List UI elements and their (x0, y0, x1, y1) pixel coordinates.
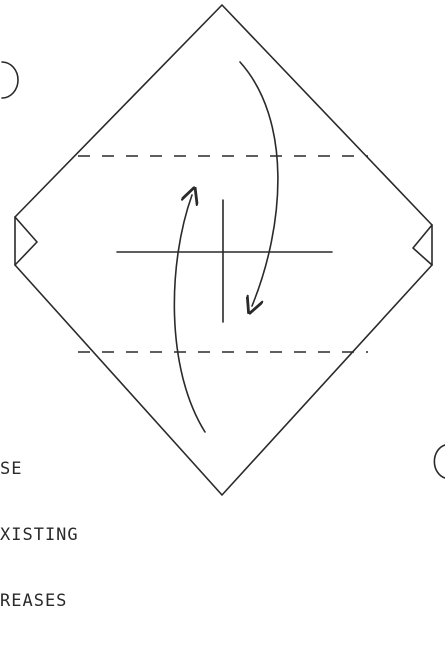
left-pocket-flap (14, 216, 38, 266)
fold-up-arrow (173, 195, 206, 433)
next-step-circle (433, 444, 445, 479)
fold-down-arrow (239, 61, 279, 306)
origami-diagram: SE XISTING REASES (0, 4, 445, 611)
caption-line-3: REASES (0, 591, 68, 611)
diagram-canvas (1, 4, 445, 496)
caption-line-1: SE (0, 459, 23, 479)
instruction-caption: SE XISTING REASES (0, 414, 79, 656)
right-pocket-flap (412, 224, 433, 266)
caption-line-2: XISTING (0, 525, 79, 545)
step-number-circle (1, 61, 19, 99)
